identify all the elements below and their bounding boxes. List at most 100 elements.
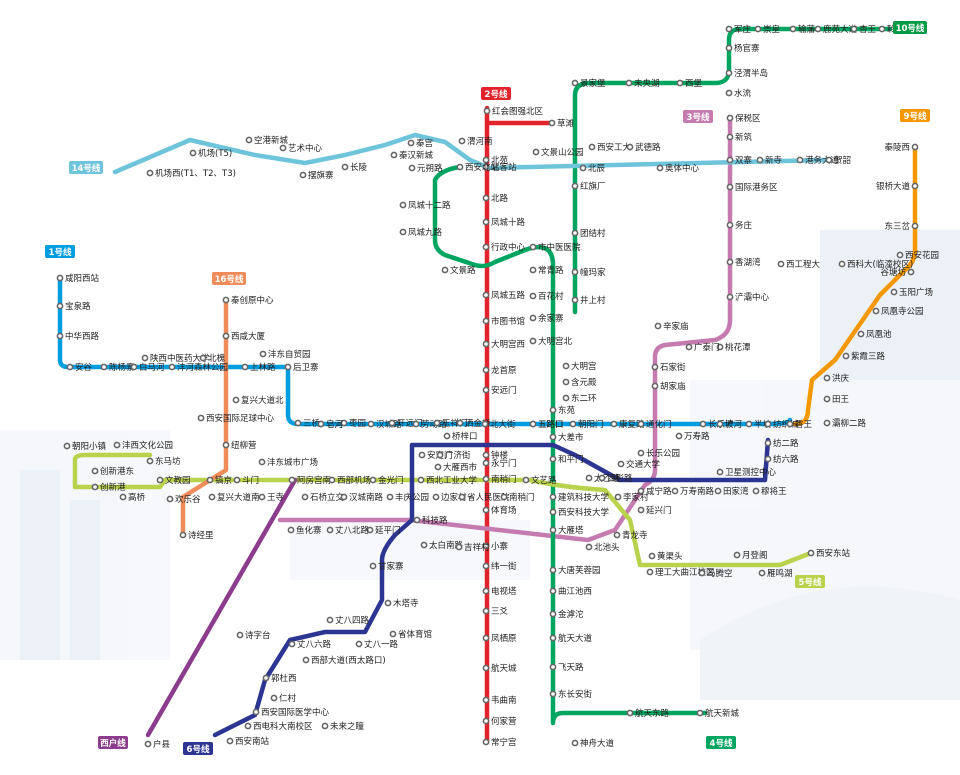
station[interactable]: 万寿南路 (671, 486, 715, 497)
station-dot[interactable] (482, 738, 490, 746)
station[interactable]: 纬一街 (482, 561, 517, 572)
station[interactable]: 西安工大 (588, 142, 632, 153)
station-dot[interactable] (369, 476, 377, 484)
station-dot[interactable] (56, 302, 64, 310)
station-dot[interactable] (754, 25, 762, 33)
station[interactable]: 景家堡 (571, 78, 606, 89)
station[interactable]: 省人民医院 (458, 492, 510, 503)
station[interactable]: 交通大学 (617, 459, 661, 470)
station-dot[interactable] (890, 288, 898, 296)
station-dot[interactable] (549, 508, 557, 516)
station[interactable]: 东三岔 (884, 221, 919, 232)
station[interactable]: 西安东站 (807, 548, 851, 559)
station[interactable]: 丈八四路 (326, 615, 370, 626)
station-dot[interactable] (911, 182, 919, 190)
station[interactable]: 辛家庙 (654, 321, 689, 332)
station-dot[interactable] (613, 531, 621, 539)
station[interactable]: 咸宁路 (637, 486, 672, 497)
station[interactable]: 未央湖 (625, 78, 660, 89)
station[interactable]: 欢乐谷 (166, 494, 201, 505)
station[interactable]: 石桥立交 (301, 492, 345, 503)
station-dot[interactable] (244, 722, 252, 730)
station-dot[interactable] (637, 420, 645, 428)
station-dot[interactable] (482, 717, 490, 725)
station[interactable]: 永宁门 (482, 458, 517, 469)
station[interactable]: 航天东路 (626, 708, 670, 719)
station-dot[interactable] (66, 363, 74, 371)
station-dot[interactable] (549, 526, 557, 534)
station[interactable]: 李家村 (614, 492, 649, 503)
station-dot[interactable] (482, 243, 490, 251)
station-dot[interactable] (482, 475, 490, 483)
station[interactable]: 安远门 (482, 385, 517, 396)
station-dot[interactable] (482, 607, 490, 615)
station-dot[interactable] (233, 476, 241, 484)
station[interactable]: 大明宫北 (529, 336, 573, 347)
station[interactable]: 西北工业大学 (417, 475, 478, 486)
station[interactable]: 空港新城 (245, 135, 289, 146)
station[interactable]: 香王 (786, 419, 813, 430)
station[interactable]: 井上村 (571, 295, 606, 306)
station[interactable]: 未来之瞳 (321, 721, 365, 732)
station-dot[interactable] (549, 433, 557, 441)
station-dot[interactable] (588, 143, 596, 151)
station-dot[interactable] (758, 569, 766, 577)
station-dot[interactable] (433, 419, 441, 427)
station-dot[interactable] (726, 183, 734, 191)
station[interactable]: 西影路 (598, 473, 633, 484)
station-dot[interactable] (726, 133, 734, 141)
station-dot[interactable] (326, 526, 334, 534)
station[interactable]: 朝阳门 (569, 419, 604, 430)
station[interactable]: 高桥 (119, 492, 146, 503)
station-dot[interactable] (637, 506, 645, 514)
station[interactable]: 文教园 (156, 475, 191, 486)
station-dot[interactable] (725, 25, 733, 33)
station-dot[interactable] (726, 114, 734, 122)
station[interactable]: 鱼化寨 (287, 525, 322, 536)
station-dot[interactable] (585, 474, 593, 482)
station[interactable]: 万寿路 (675, 431, 710, 442)
station-dot[interactable] (725, 69, 733, 77)
station[interactable]: 大雁塔 (549, 525, 584, 536)
station-dot[interactable] (648, 552, 656, 560)
station-dot[interactable] (482, 366, 490, 374)
station[interactable]: 东苑 (549, 405, 576, 416)
station-dot[interactable] (807, 549, 815, 557)
station-dot[interactable] (299, 171, 307, 179)
station[interactable]: 崇皇 (754, 24, 780, 35)
station[interactable]: 港务大道 (796, 155, 840, 166)
station-dot[interactable] (302, 656, 310, 664)
station-dot[interactable] (549, 634, 557, 642)
station[interactable]: 卫星测控中心 (716, 467, 777, 478)
station[interactable]: 延兴门 (637, 505, 672, 516)
station[interactable]: 航天大道 (549, 633, 593, 644)
station[interactable]: 玉阳广场 (890, 287, 933, 298)
station[interactable]: 北客站 (482, 162, 517, 173)
station[interactable]: 沣河森林公园 (168, 362, 228, 373)
station[interactable]: 文景路 (441, 265, 476, 276)
station[interactable]: 北路 (482, 193, 509, 204)
station[interactable]: 黄渠头 (648, 551, 683, 562)
station[interactable]: 紫霞三路 (842, 351, 886, 362)
station-dot[interactable] (328, 476, 336, 484)
station[interactable]: 武德路 (626, 142, 661, 153)
station-dot[interactable] (716, 420, 724, 428)
station[interactable]: 金光门 (369, 475, 404, 486)
station[interactable]: 北苑 (482, 155, 509, 166)
station[interactable]: 香湖湾 (726, 257, 761, 268)
station[interactable]: 秦陵西 (884, 142, 919, 153)
station-dot[interactable] (726, 293, 734, 301)
station-dot[interactable] (549, 690, 557, 698)
station-dot[interactable] (236, 631, 244, 639)
station-dot[interactable] (367, 420, 375, 428)
station[interactable]: 五路口 (529, 419, 564, 430)
station-dot[interactable] (716, 343, 724, 351)
station-dot[interactable] (598, 474, 606, 482)
station[interactable]: 西电科大南校区 (244, 721, 313, 732)
station-dot[interactable] (56, 332, 64, 340)
station[interactable]: 艺术中心 (279, 143, 323, 154)
station[interactable]: 常宁宫 (482, 737, 517, 748)
station[interactable]: 半坡 (745, 419, 772, 430)
station-dot[interactable] (436, 451, 444, 459)
station[interactable]: 镐京 (206, 475, 232, 486)
